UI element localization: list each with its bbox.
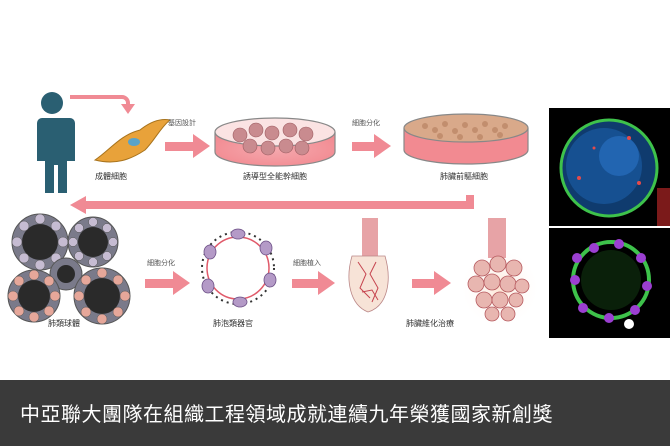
progenitor-dish-icon bbox=[403, 113, 529, 165]
label-differentiation-1: 細胞分化 bbox=[352, 119, 380, 127]
label-transplant: 細胞植入 bbox=[293, 259, 321, 267]
label-alveolar-organoid: 肺泡類器官 bbox=[213, 319, 253, 328]
arrow-transplant bbox=[292, 271, 335, 295]
label-gene-design: 基因設計 bbox=[168, 119, 196, 127]
microscopy-image-top bbox=[549, 108, 670, 226]
process-diagram bbox=[7, 92, 540, 328]
arrow-therapy bbox=[412, 271, 451, 295]
lung-tissue-icon-2 bbox=[460, 218, 540, 328]
label-lung-therapy: 肺臟維化治療 bbox=[406, 319, 454, 328]
label-ipsc: 誘導型全能幹細胞 bbox=[243, 172, 307, 181]
arrow-gene-design bbox=[165, 134, 210, 158]
title-banner: 中亞聯大團隊在組織工程領域成就連續九年榮獲國家新創獎 bbox=[0, 380, 670, 446]
alveolar-organoid-icon bbox=[201, 228, 277, 308]
arrow-differentiation-1 bbox=[352, 134, 391, 158]
curve-arrow bbox=[70, 95, 130, 107]
label-somatic-cell: 成體細胞 bbox=[95, 172, 127, 181]
label-progenitor: 肺臟前驅細胞 bbox=[440, 172, 488, 181]
person-icon bbox=[34, 92, 75, 193]
lung-tissue-icon-1 bbox=[348, 218, 389, 313]
return-arrow bbox=[70, 195, 474, 214]
ipsc-dish-icon bbox=[214, 117, 336, 167]
label-lung-organoid: 肺類球體 bbox=[48, 319, 80, 328]
arrow-differentiation-2 bbox=[145, 271, 190, 295]
lung-spheroids-icon bbox=[7, 213, 131, 325]
somatic-cell-icon bbox=[93, 119, 172, 163]
label-differentiation-2: 細胞分化 bbox=[147, 259, 175, 267]
microscopy-image-bottom bbox=[549, 228, 670, 338]
diagram-area: 成體細胞 基因設計 誘導型全能幹細胞 細胞分化 肺臟前驅細胞 肺類球體 細胞分化… bbox=[7, 92, 670, 338]
banner-title: 中亞聯大團隊在組織工程領域成就連續九年榮獲國家新創獎 bbox=[20, 402, 553, 426]
